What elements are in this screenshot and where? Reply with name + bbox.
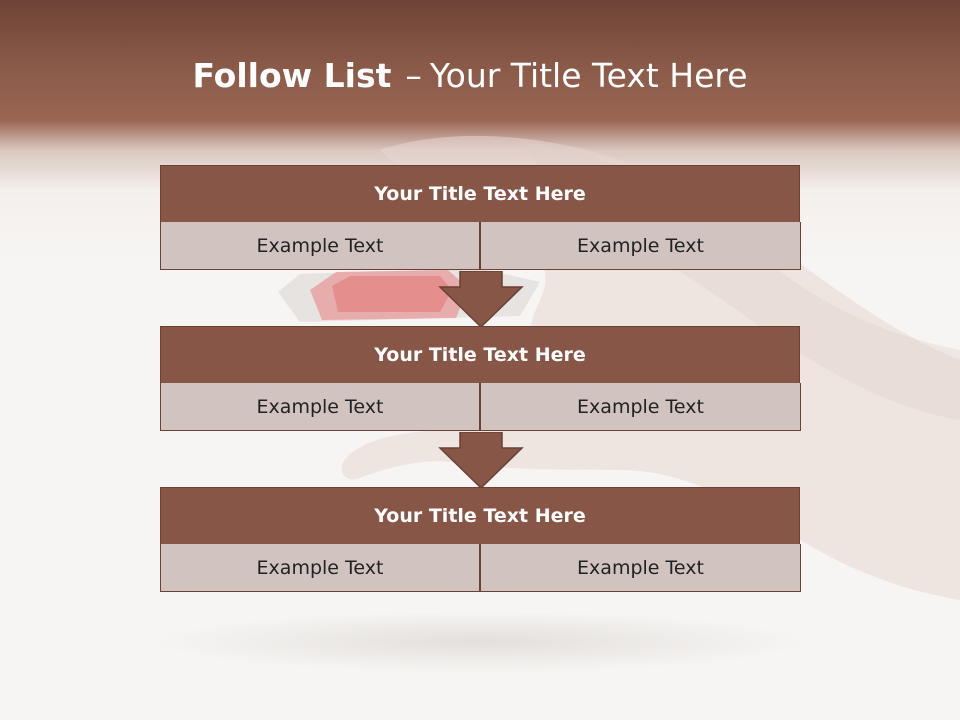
row-2-title: Your Title Text Here [160, 326, 800, 384]
down-arrow-icon [438, 432, 524, 490]
row-3-right-text: Example Text [479, 544, 801, 592]
row-1-left-text: Example Text [160, 222, 480, 270]
title-separator: – [405, 56, 422, 95]
slide-title: Follow List–Your Title Text Here [0, 52, 940, 100]
down-arrow-icon [438, 271, 524, 329]
row-3-left-text: Example Text [160, 544, 480, 592]
row-1-right-text: Example Text [479, 222, 801, 270]
row-2-left-text: Example Text [160, 383, 480, 431]
title-bold-part: Follow List [192, 56, 392, 95]
list-row-1: Your Title Text Here Example Text Exampl… [160, 165, 801, 271]
row-2-right-text: Example Text [479, 383, 801, 431]
list-row-2: Your Title Text Here Example Text Exampl… [160, 326, 801, 432]
row-1-title: Your Title Text Here [160, 165, 800, 223]
title-rest-part: Your Title Text Here [429, 56, 748, 95]
row-3-title: Your Title Text Here [160, 487, 800, 545]
floor-shadow [160, 612, 800, 672]
list-row-3: Your Title Text Here Example Text Exampl… [160, 487, 801, 593]
